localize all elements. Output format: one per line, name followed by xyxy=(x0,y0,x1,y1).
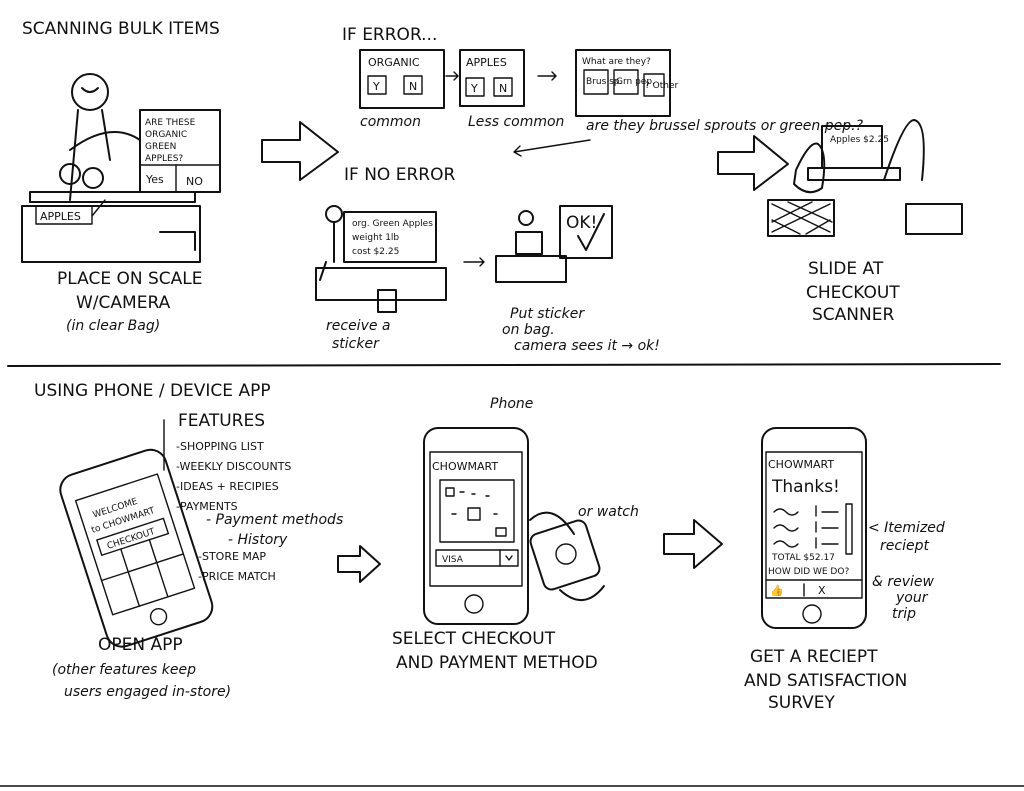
features-title: FEATURES xyxy=(178,411,265,431)
select-caption-line1: SELECT CHECKOUT xyxy=(392,629,556,649)
feature-item: -SHOPPING LIST xyxy=(176,440,264,453)
error-organic-no-button[interactable]: N xyxy=(409,80,417,93)
section-title-scanning: SCANNING BULK ITEMS xyxy=(22,19,220,39)
if-no-error-label: IF NO ERROR xyxy=(344,165,455,185)
place-caption-line2: W/CAMERA xyxy=(76,293,171,313)
itemized-label-line1: < Itemized xyxy=(868,520,945,536)
arrow-small-icon xyxy=(537,71,557,81)
error-apples-yes-button[interactable]: Y xyxy=(470,82,478,95)
phone-label: Phone xyxy=(490,396,533,412)
feature-item: -STORE MAP xyxy=(198,550,266,563)
receipt-caption-line1: GET A RECIEPT xyxy=(750,647,878,667)
arrow-right-icon xyxy=(663,519,723,569)
scale-prompt-text: ARE THESE xyxy=(145,118,196,128)
survey-no-button[interactable]: X xyxy=(818,584,826,597)
arrow-right-icon xyxy=(337,545,381,583)
phone-welcome: WELCOME to CHOWMART CHECKOUT xyxy=(59,448,214,648)
scale-display-text: APPLES xyxy=(40,210,81,223)
section-divider xyxy=(7,363,1001,367)
watch-label: or watch xyxy=(578,504,639,520)
arrow-right-icon xyxy=(717,135,789,191)
arrow-right-icon xyxy=(261,121,339,181)
error-option-green-pepper[interactable]: Grn pep. xyxy=(616,77,655,87)
error-apples-no-button[interactable]: N xyxy=(499,82,507,95)
itemized-label-line2: reciept xyxy=(880,538,929,554)
feature-item: -PAYMENTS xyxy=(176,500,238,513)
open-app-caption-line1: OPEN APP xyxy=(98,635,183,655)
scale-no-button[interactable]: NO xyxy=(186,175,203,188)
thanks-text: Thanks! xyxy=(771,477,840,497)
error-screen-organic-title: ORGANIC xyxy=(368,56,420,69)
slide-caption-line2: CHECKOUT xyxy=(806,283,900,303)
app-name: CHOWMART xyxy=(432,460,498,473)
payment-method-select[interactable]: VISA xyxy=(442,555,464,565)
error-apples-caption: Less common xyxy=(468,114,564,130)
error-screen-organic: ORGANIC Y N common xyxy=(359,49,445,130)
bag-caption-line3: camera sees it → ok! xyxy=(514,338,660,354)
phone-receipt: CHOWMART Thanks! TOTAL $52.17 HOW DID WE… xyxy=(761,427,867,629)
sticker-label-line2: weight 1lb xyxy=(352,233,399,243)
sticker-label-line3: cost $2.25 xyxy=(352,247,399,257)
error-option-other[interactable]: ? Other xyxy=(645,81,678,91)
error-what-caption: are they brussel sprouts or green pep.? xyxy=(586,118,864,134)
place-caption-line3: (in clear Bag) xyxy=(66,318,160,334)
receipt-caption-line3: SURVEY xyxy=(768,693,835,713)
open-app-caption-line2: (other features keep xyxy=(52,662,196,678)
bag-caption-line1: Put sticker xyxy=(510,306,585,322)
bag-check-scene: OK! Put sticker on bag. camera sees it →… xyxy=(495,205,660,354)
survey-thumbs-up-button[interactable]: 👍 xyxy=(770,584,784,597)
arrow-small-icon xyxy=(445,71,459,81)
receipt-total: TOTAL $52.17 xyxy=(771,553,835,563)
feature-item: - History xyxy=(228,532,288,548)
arrow-small-icon xyxy=(463,257,485,267)
sticker-caption-line1: receive a xyxy=(326,318,391,334)
select-caption-line2: AND PAYMENT METHOD xyxy=(396,653,598,673)
error-organic-caption: common xyxy=(360,114,421,130)
error-screen-what-title: What are they? xyxy=(582,57,651,67)
checkout-scene: Apples $2.25 SLIDE AT CHECKOUT SCANNER xyxy=(767,119,963,325)
ok-screen-text: OK! xyxy=(566,213,597,233)
scale-prompt-line4: APPLES? xyxy=(145,154,183,164)
scale-prompt-screen: ARE THESE ORGANIC GREEN APPLES? Yes NO xyxy=(139,109,221,193)
scale-scene: APPLES xyxy=(21,73,201,263)
review-label-line3: trip xyxy=(892,606,916,622)
open-app-caption-line3: users engaged in-store) xyxy=(64,684,231,700)
error-screen-apples: APPLES Y N Less common xyxy=(459,49,564,130)
place-caption: PLACE ON SCALE W/CAMERA (in clear Bag) xyxy=(57,269,202,334)
error-screen-apples-title: APPLES xyxy=(466,56,507,69)
slide-caption-line3: SCANNER xyxy=(812,305,894,325)
error-organic-yes-button[interactable]: Y xyxy=(372,80,380,93)
section-title-phone-app: USING PHONE / DEVICE APP xyxy=(34,381,271,401)
checkout-display-line: Apples $2.25 xyxy=(830,135,889,145)
scale-prompt-line3: GREEN xyxy=(145,142,176,152)
review-label-line2: your xyxy=(895,590,929,606)
feature-item: -IDEAS + RECIPIES xyxy=(176,480,279,493)
survey-question: HOW DID WE DO? xyxy=(768,567,849,577)
bag-caption-line2: on bag. xyxy=(502,322,555,338)
features-list: FEATURES -SHOPPING LIST -WEEKLY DISCOUNT… xyxy=(163,411,343,583)
phone-checkout: CHOWMART VISA xyxy=(423,427,529,625)
error-option-brussels[interactable]: Brus sp. xyxy=(586,77,622,87)
receipt-caption-line2: AND SATISFACTION xyxy=(744,671,907,691)
feature-item: -PRICE MATCH xyxy=(198,570,276,583)
scale-prompt-line2: ORGANIC xyxy=(145,130,187,140)
sticker-scene: org. Green Apples weight 1lb cost $2.25 … xyxy=(315,205,447,352)
review-label-line1: & review xyxy=(872,574,935,590)
slide-caption-line1: SLIDE AT xyxy=(808,259,884,279)
sticker-label-line1: org. Green Apples xyxy=(352,219,433,229)
error-screen-what-are-they: What are they? Brus sp. Grn pep. ? Other… xyxy=(575,49,864,134)
feature-item: - Payment methods xyxy=(206,512,343,528)
arrow-back-icon xyxy=(513,139,591,157)
place-caption-line1: PLACE ON SCALE xyxy=(57,269,202,289)
scale-yes-button[interactable]: Yes xyxy=(145,173,164,186)
sticker-caption-line2: sticker xyxy=(332,336,380,352)
feature-item: -WEEKLY DISCOUNTS xyxy=(176,460,291,473)
smartwatch: or watch xyxy=(529,504,639,601)
if-error-label: IF ERROR... xyxy=(342,25,437,45)
receipt-app-name: CHOWMART xyxy=(768,458,834,471)
